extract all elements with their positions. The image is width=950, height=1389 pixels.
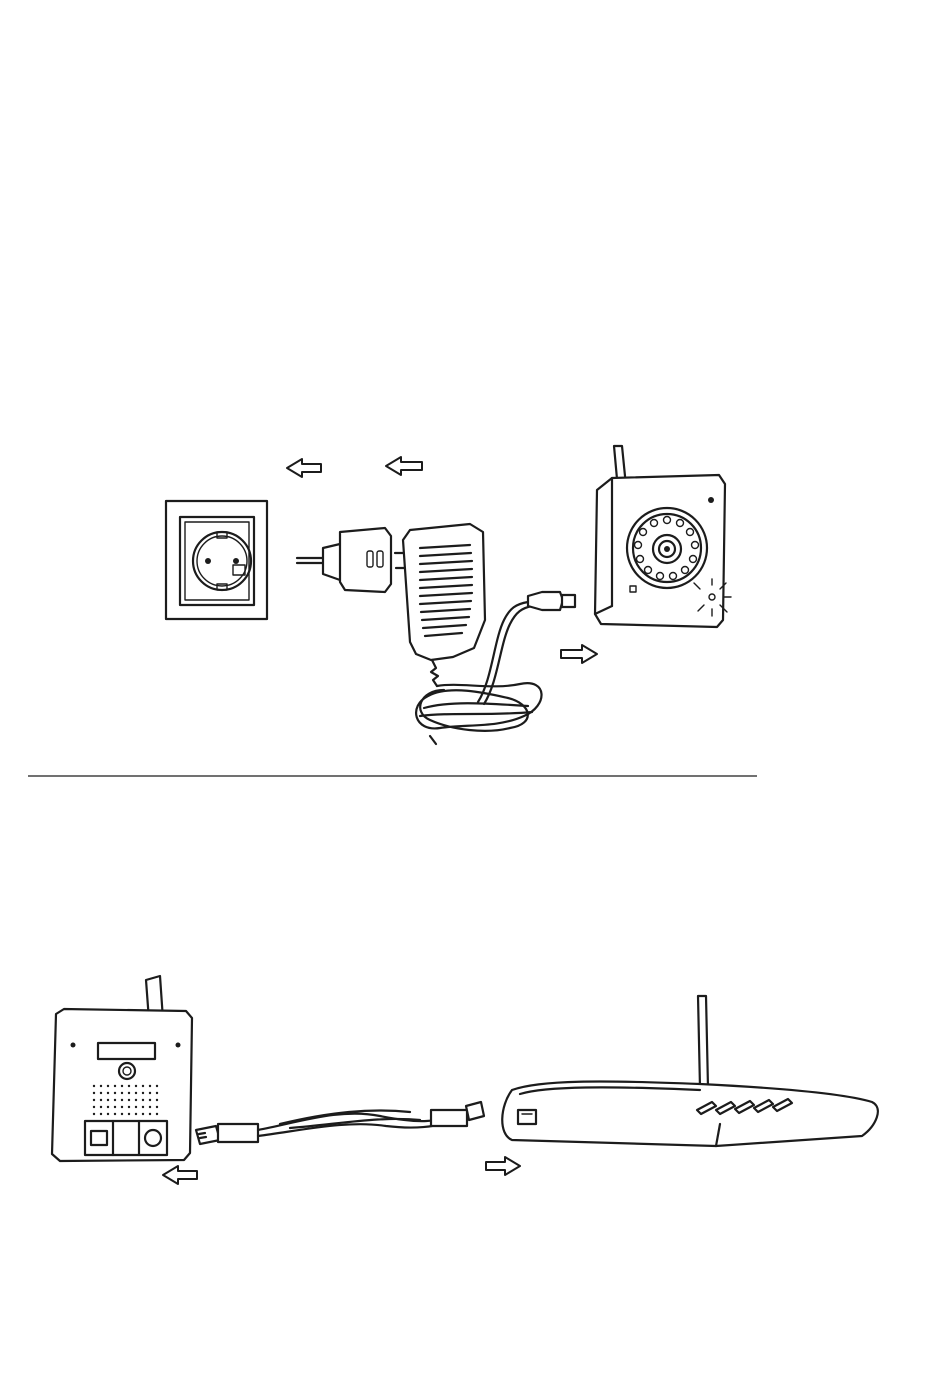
wall-socket-icon [166, 501, 267, 619]
ethernet-cable-icon [196, 1102, 484, 1144]
plug-adapter-icon [297, 528, 391, 592]
arrow-right-icon [561, 645, 597, 663]
arrow-left-icon [287, 459, 321, 477]
arrow-right-icon [486, 1157, 520, 1175]
ip-camera-icon [595, 446, 731, 627]
power-connection-panel [166, 446, 731, 744]
router-icon [502, 996, 878, 1146]
power-adapter-icon [395, 524, 575, 744]
network-connection-panel [52, 976, 878, 1184]
arrow-left-icon [386, 457, 422, 475]
arrow-left-icon [163, 1166, 197, 1184]
camera-back-panel-icon [52, 976, 192, 1161]
